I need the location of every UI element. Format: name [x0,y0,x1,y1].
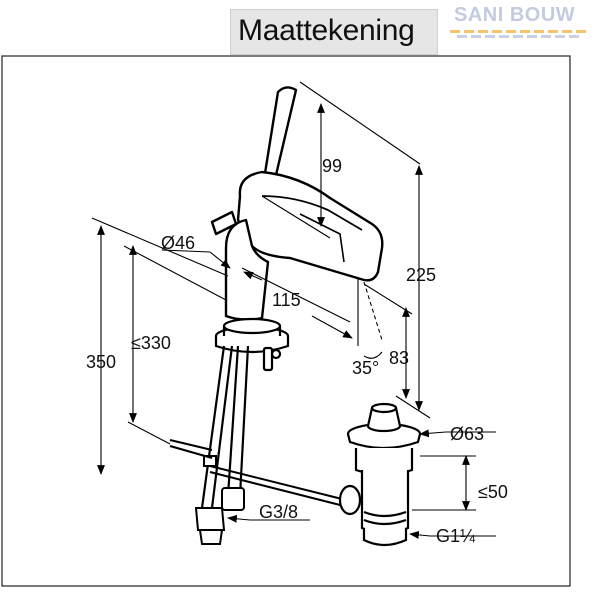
label-lever-height: 99 [322,156,342,176]
logo-text: SANI BOUW [454,4,576,26]
dimension-labels: 99 225 Ø46 115 ≤330 350 35° 83 Ø63 ≤50 G… [86,156,508,546]
mounting-ring [214,317,290,372]
label-supply-thread: G3/8 [259,502,298,522]
hose-couplings [194,455,245,545]
label-spout-angle: 35° [352,358,379,378]
supply-hoses [200,345,250,509]
label-waste-diameter: Ø63 [450,424,484,444]
label-spout-height: 83 [389,348,409,368]
label-body-diameter: Ø46 [161,233,195,253]
faucet-body [210,86,384,321]
logo-stripes-icon [450,30,586,38]
label-max-deck-thickness: ≤330 [131,333,171,353]
label-waste-thickness: ≤50 [478,482,508,502]
frame-border [1,55,571,587]
page-title: Maattekening [238,14,415,47]
label-hose-length: 350 [86,352,116,372]
label-total-height: 225 [406,265,436,285]
label-spout-reach: 115 [272,290,301,310]
pop-up-rod [169,439,347,507]
dimension-lines [91,81,496,539]
waste-drain [338,402,422,547]
title-box [230,9,438,55]
sani-bouw-logo [448,4,598,42]
label-waste-thread: G1¼ [436,526,476,546]
pop-up-knob [210,210,238,236]
